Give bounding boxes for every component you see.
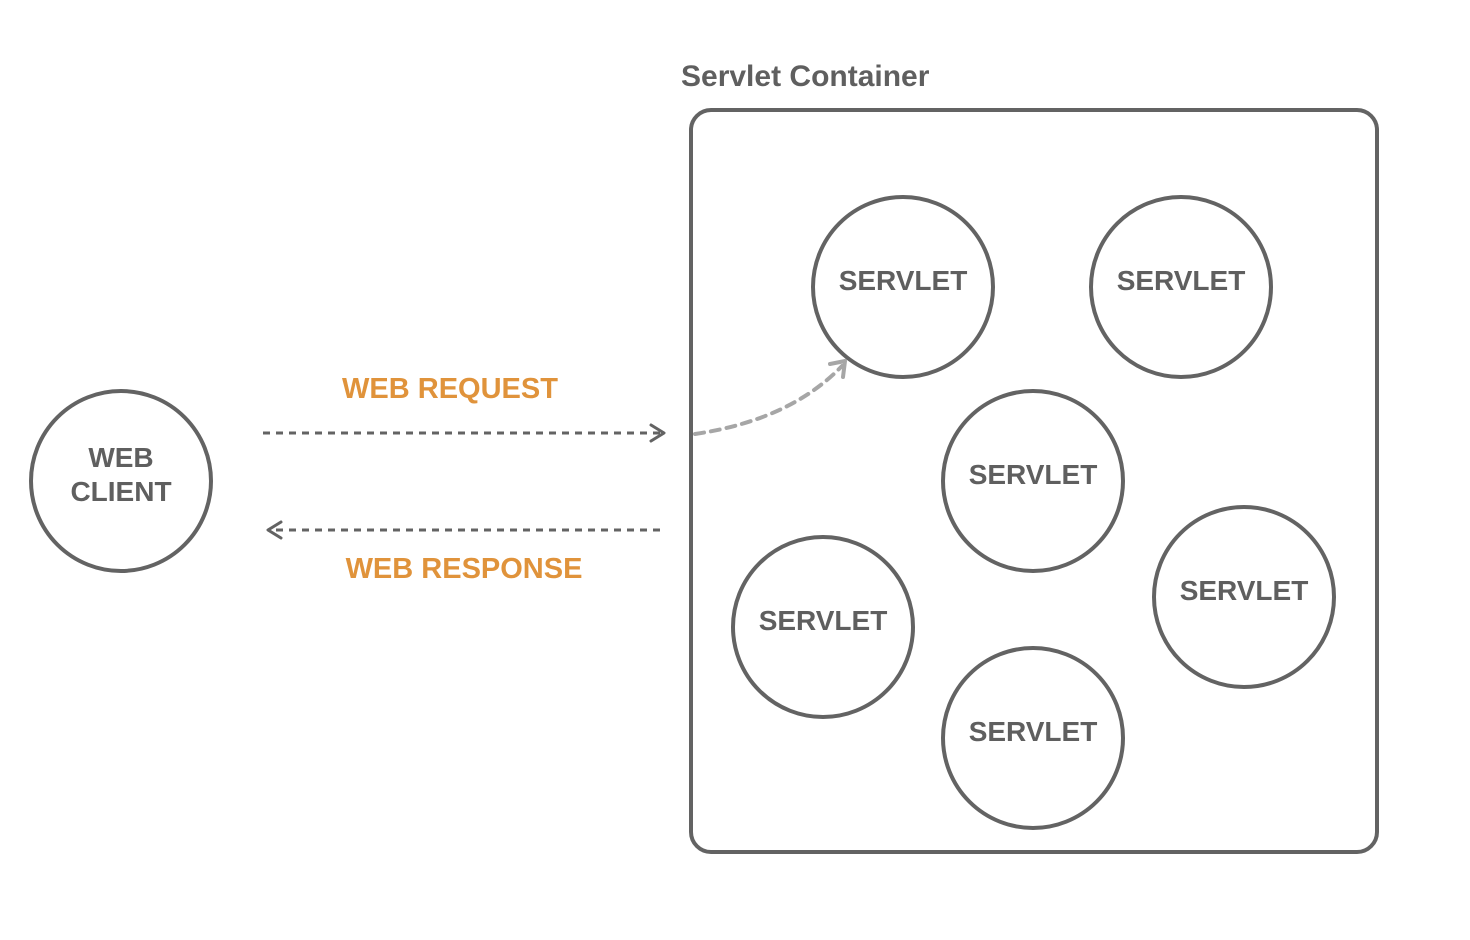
servlet-node-3: SERVLET	[941, 389, 1125, 573]
servlet-label: SERVLET	[759, 605, 888, 636]
servlet-label: SERVLET	[969, 459, 1098, 490]
web-client-label-line1: WEB	[88, 442, 153, 473]
servlet-label: SERVLET	[1180, 575, 1309, 606]
web-request-label: WEB REQUEST	[342, 373, 558, 405]
servlet-node-6: SERVLET	[941, 646, 1125, 830]
servlet-node-1: SERVLET	[811, 195, 995, 379]
servlet-label: SERVLET	[1117, 265, 1246, 296]
servlet-container-box	[689, 108, 1379, 854]
web-response-label: WEB RESPONSE	[346, 553, 583, 585]
servlet-label: SERVLET	[839, 265, 968, 296]
servlet-node-2: SERVLET	[1089, 195, 1273, 379]
container-title: Servlet Container	[681, 60, 930, 93]
servlet-circle	[941, 389, 1125, 573]
servlet-circle	[731, 535, 915, 719]
servlet-circle	[1152, 505, 1336, 689]
servlet-circle	[811, 195, 995, 379]
servlet-circle	[941, 646, 1125, 830]
servlet-label: SERVLET	[969, 716, 1098, 747]
servlet-node-5: SERVLET	[1152, 505, 1336, 689]
routing-arrow	[693, 359, 847, 436]
web-client-label-line2: CLIENT	[70, 476, 171, 507]
servlet-circle	[1089, 195, 1273, 379]
web-response-arrow	[266, 520, 660, 540]
web-request-arrow	[263, 423, 666, 443]
web-client-circle	[29, 389, 213, 573]
servlet-node-4: SERVLET	[731, 535, 915, 719]
web-client-node: WEB CLIENT	[29, 389, 213, 573]
